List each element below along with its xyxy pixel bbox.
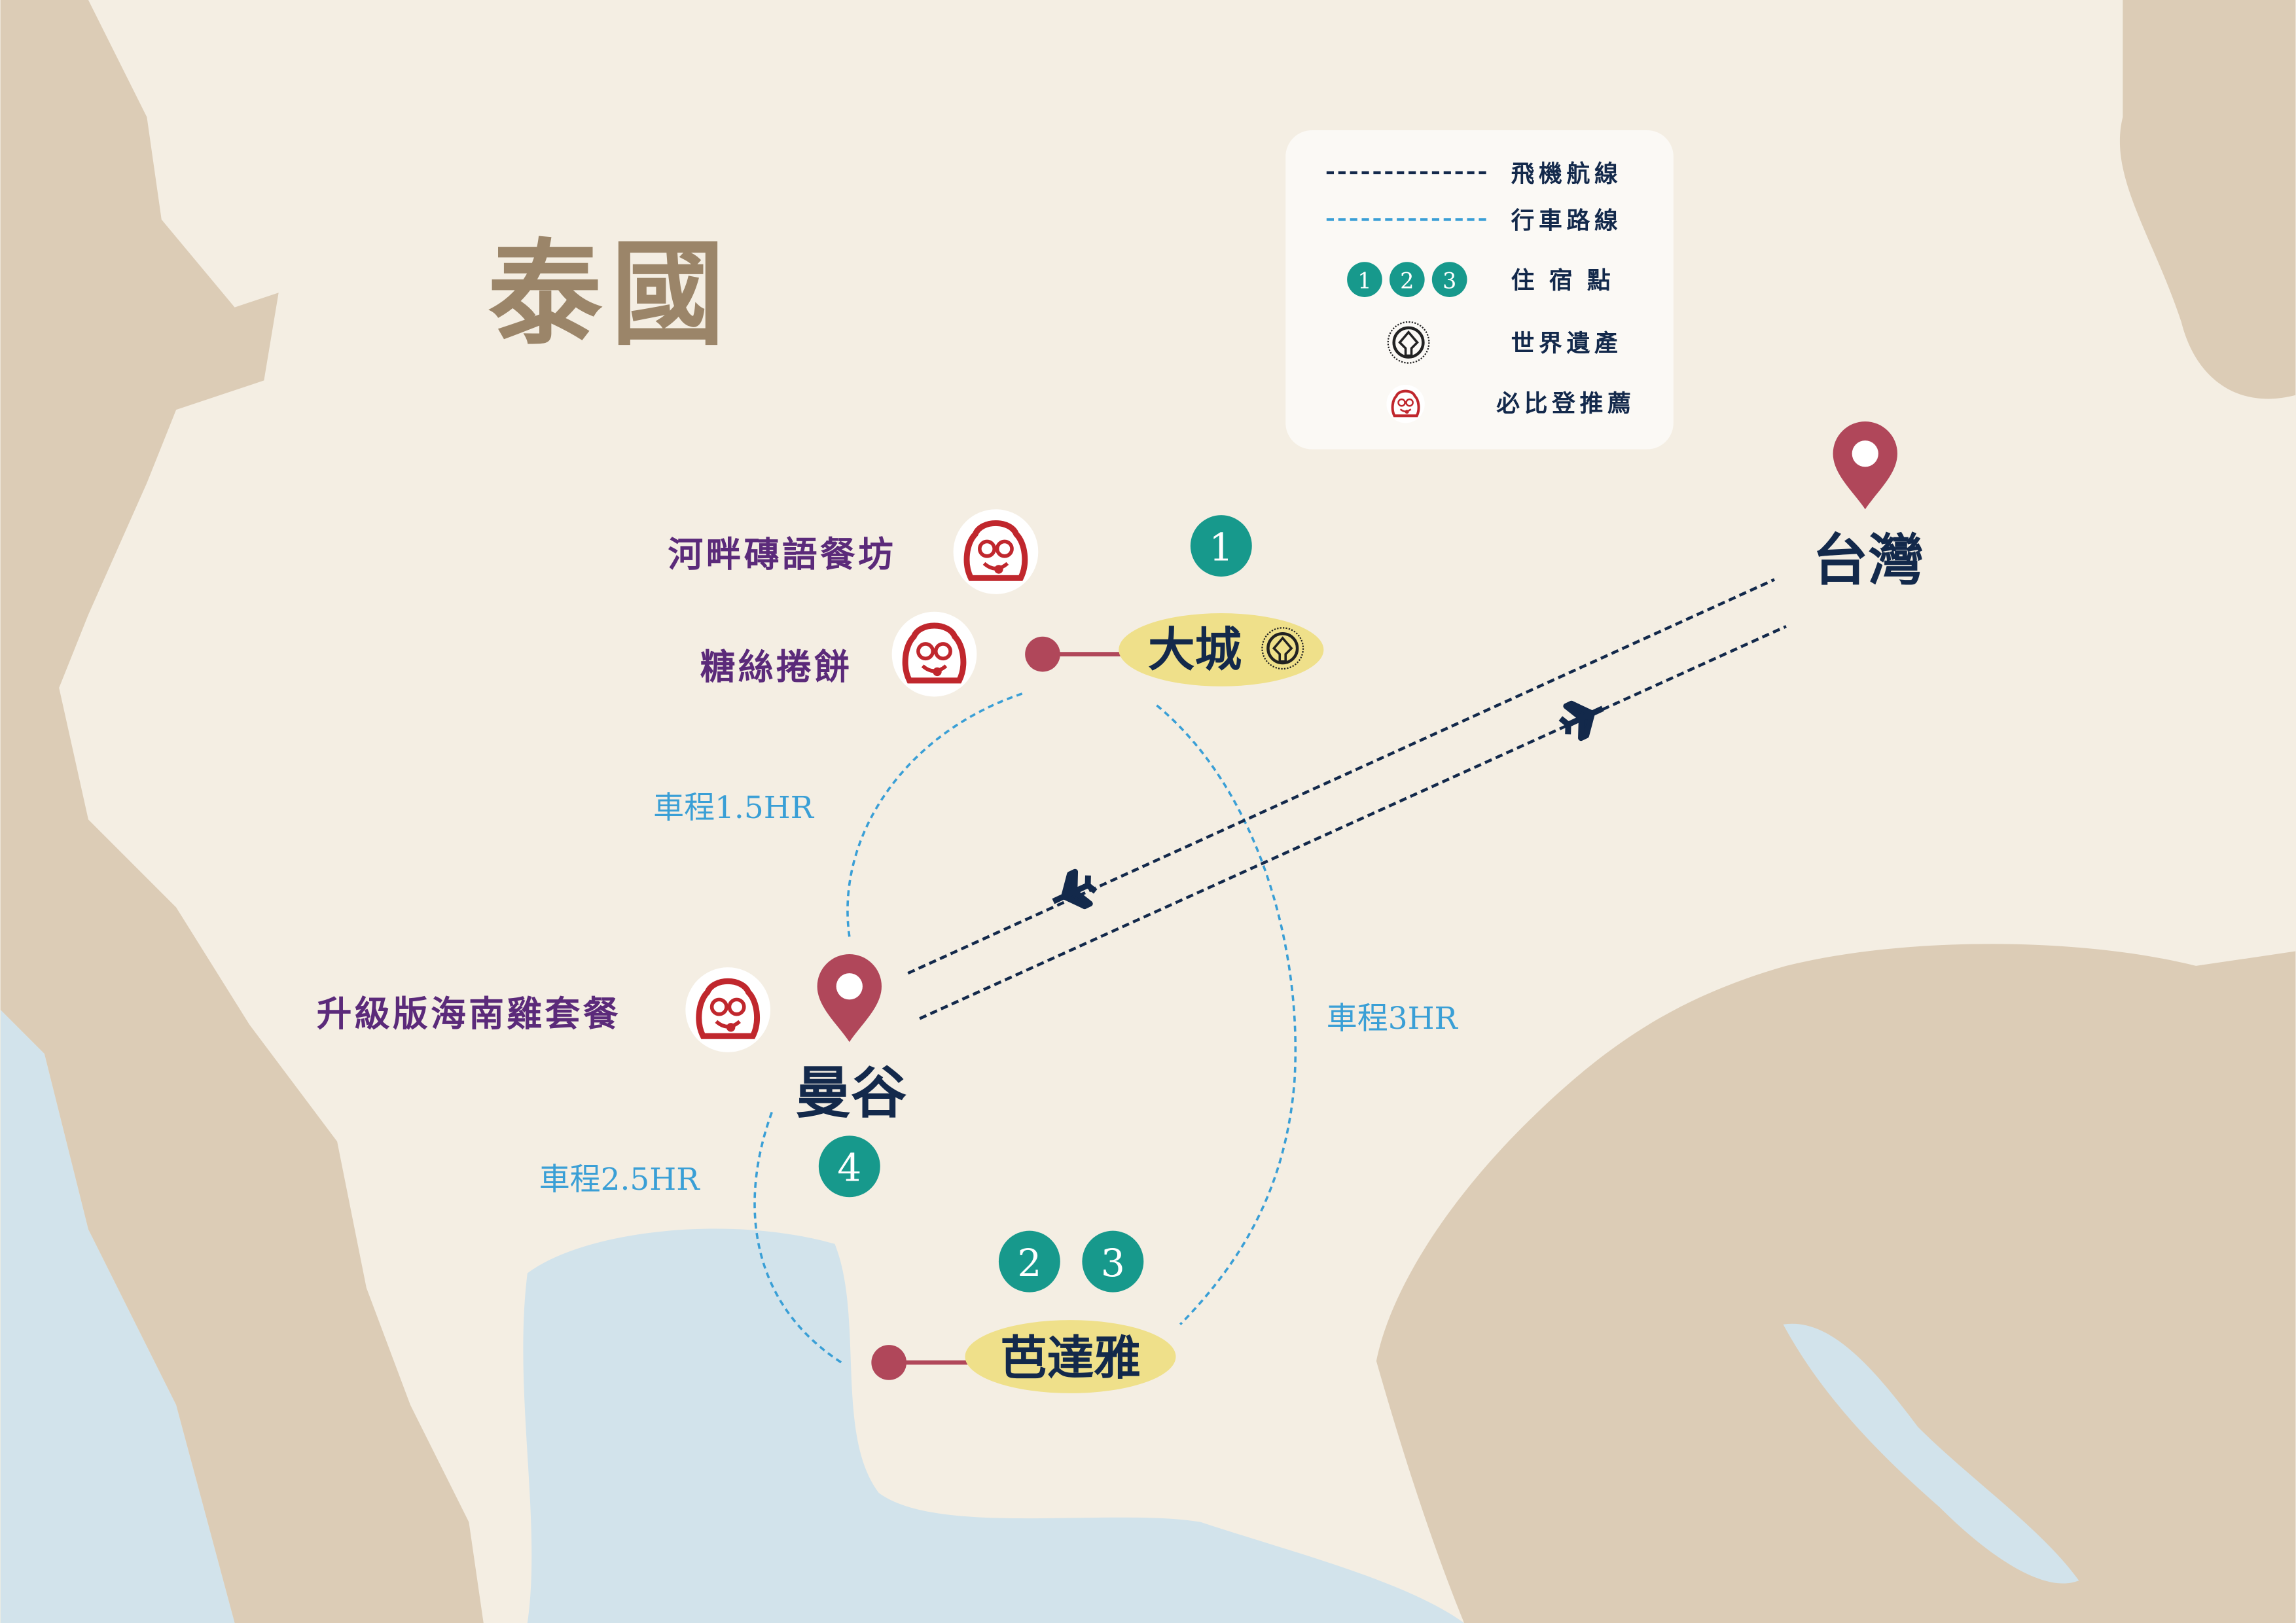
city-taiwan[interactable]: 台灣 bbox=[1812, 528, 1924, 594]
stay-badge-1: 1 bbox=[1357, 268, 1371, 294]
drive-time-bkk-ayutthaya: 車程1.5HR bbox=[653, 790, 815, 826]
stay-number: 3 bbox=[1101, 1241, 1125, 1285]
pattaya-marker[interactable]: 芭達雅 bbox=[871, 1320, 1176, 1393]
city-pattaya: 芭達雅 bbox=[1000, 1330, 1141, 1385]
tonle-sap-lake bbox=[1783, 1323, 2079, 1584]
drive-route-ayutthaya-pattaya bbox=[1156, 704, 1297, 1326]
stay-number: 1 bbox=[1209, 525, 1233, 569]
legend-drive-label: 行車路線 bbox=[1511, 207, 1623, 234]
bib-gourmand-icon bbox=[1386, 385, 1424, 423]
legend-stay-label: 住宿點 bbox=[1511, 267, 1625, 294]
stay-badges-sample: 1 2 3 bbox=[1347, 262, 1467, 297]
neighbor-land-northeast bbox=[2119, 0, 2296, 399]
location-dot bbox=[871, 1345, 907, 1380]
sea bbox=[0, 1010, 2079, 1623]
drive-route-bangkok-pattaya bbox=[753, 1111, 844, 1365]
drive-time-bkk-pattaya: 車程2.5HR bbox=[539, 1162, 701, 1198]
legend: 飛機航線 行車路線 1 2 3 住宿點 世界遺產 必比登推薦 bbox=[1285, 130, 1674, 450]
city-ayutthaya: 大城 bbox=[1148, 622, 1242, 677]
restaurant-roti-saimai[interactable]: 糖絲捲餅 bbox=[700, 647, 853, 688]
city-bangkok[interactable]: 曼谷 bbox=[795, 1061, 906, 1126]
stay-number: 4 bbox=[837, 1146, 861, 1190]
bib-gourmand-icon bbox=[685, 967, 770, 1052]
restaurant-hainanese-chicken[interactable]: 升級版海南雞套餐 bbox=[317, 993, 621, 1035]
stay-badge-1 bbox=[1190, 515, 1252, 577]
drive-route-bangkok-ayutthaya bbox=[846, 692, 1023, 937]
ayutthaya-marker[interactable]: 大城 bbox=[1025, 613, 1324, 687]
stay-number: 2 bbox=[1017, 1241, 1041, 1285]
neighbor-land-east bbox=[1376, 944, 2296, 1623]
bib-gourmand-icon bbox=[892, 612, 977, 697]
legend-flight-label: 飛機航線 bbox=[1511, 160, 1623, 187]
neighbor-land-west bbox=[0, 0, 484, 1623]
location-dot bbox=[1025, 636, 1060, 672]
stay-badge-2: 2 bbox=[1400, 268, 1414, 294]
stay-badge-3: 3 bbox=[1443, 268, 1456, 294]
flight-route-return bbox=[919, 625, 1787, 1020]
restaurant-riverside[interactable]: 河畔磚語餐坊 bbox=[668, 533, 897, 575]
legend-heritage-label: 世界遺產 bbox=[1511, 330, 1623, 357]
stay-badge-3 bbox=[1082, 1230, 1144, 1293]
flight-route-outbound bbox=[907, 578, 1776, 975]
stay-badge-4 bbox=[818, 1135, 880, 1198]
drive-time-ayutthaya-pattaya: 車程3HR bbox=[1327, 1001, 1459, 1037]
stay-badge-2 bbox=[998, 1230, 1060, 1293]
bib-gourmand-icon bbox=[954, 509, 1039, 594]
legend-bib-label: 必比登推薦 bbox=[1496, 389, 1635, 417]
country-title: 泰國 bbox=[488, 227, 734, 361]
